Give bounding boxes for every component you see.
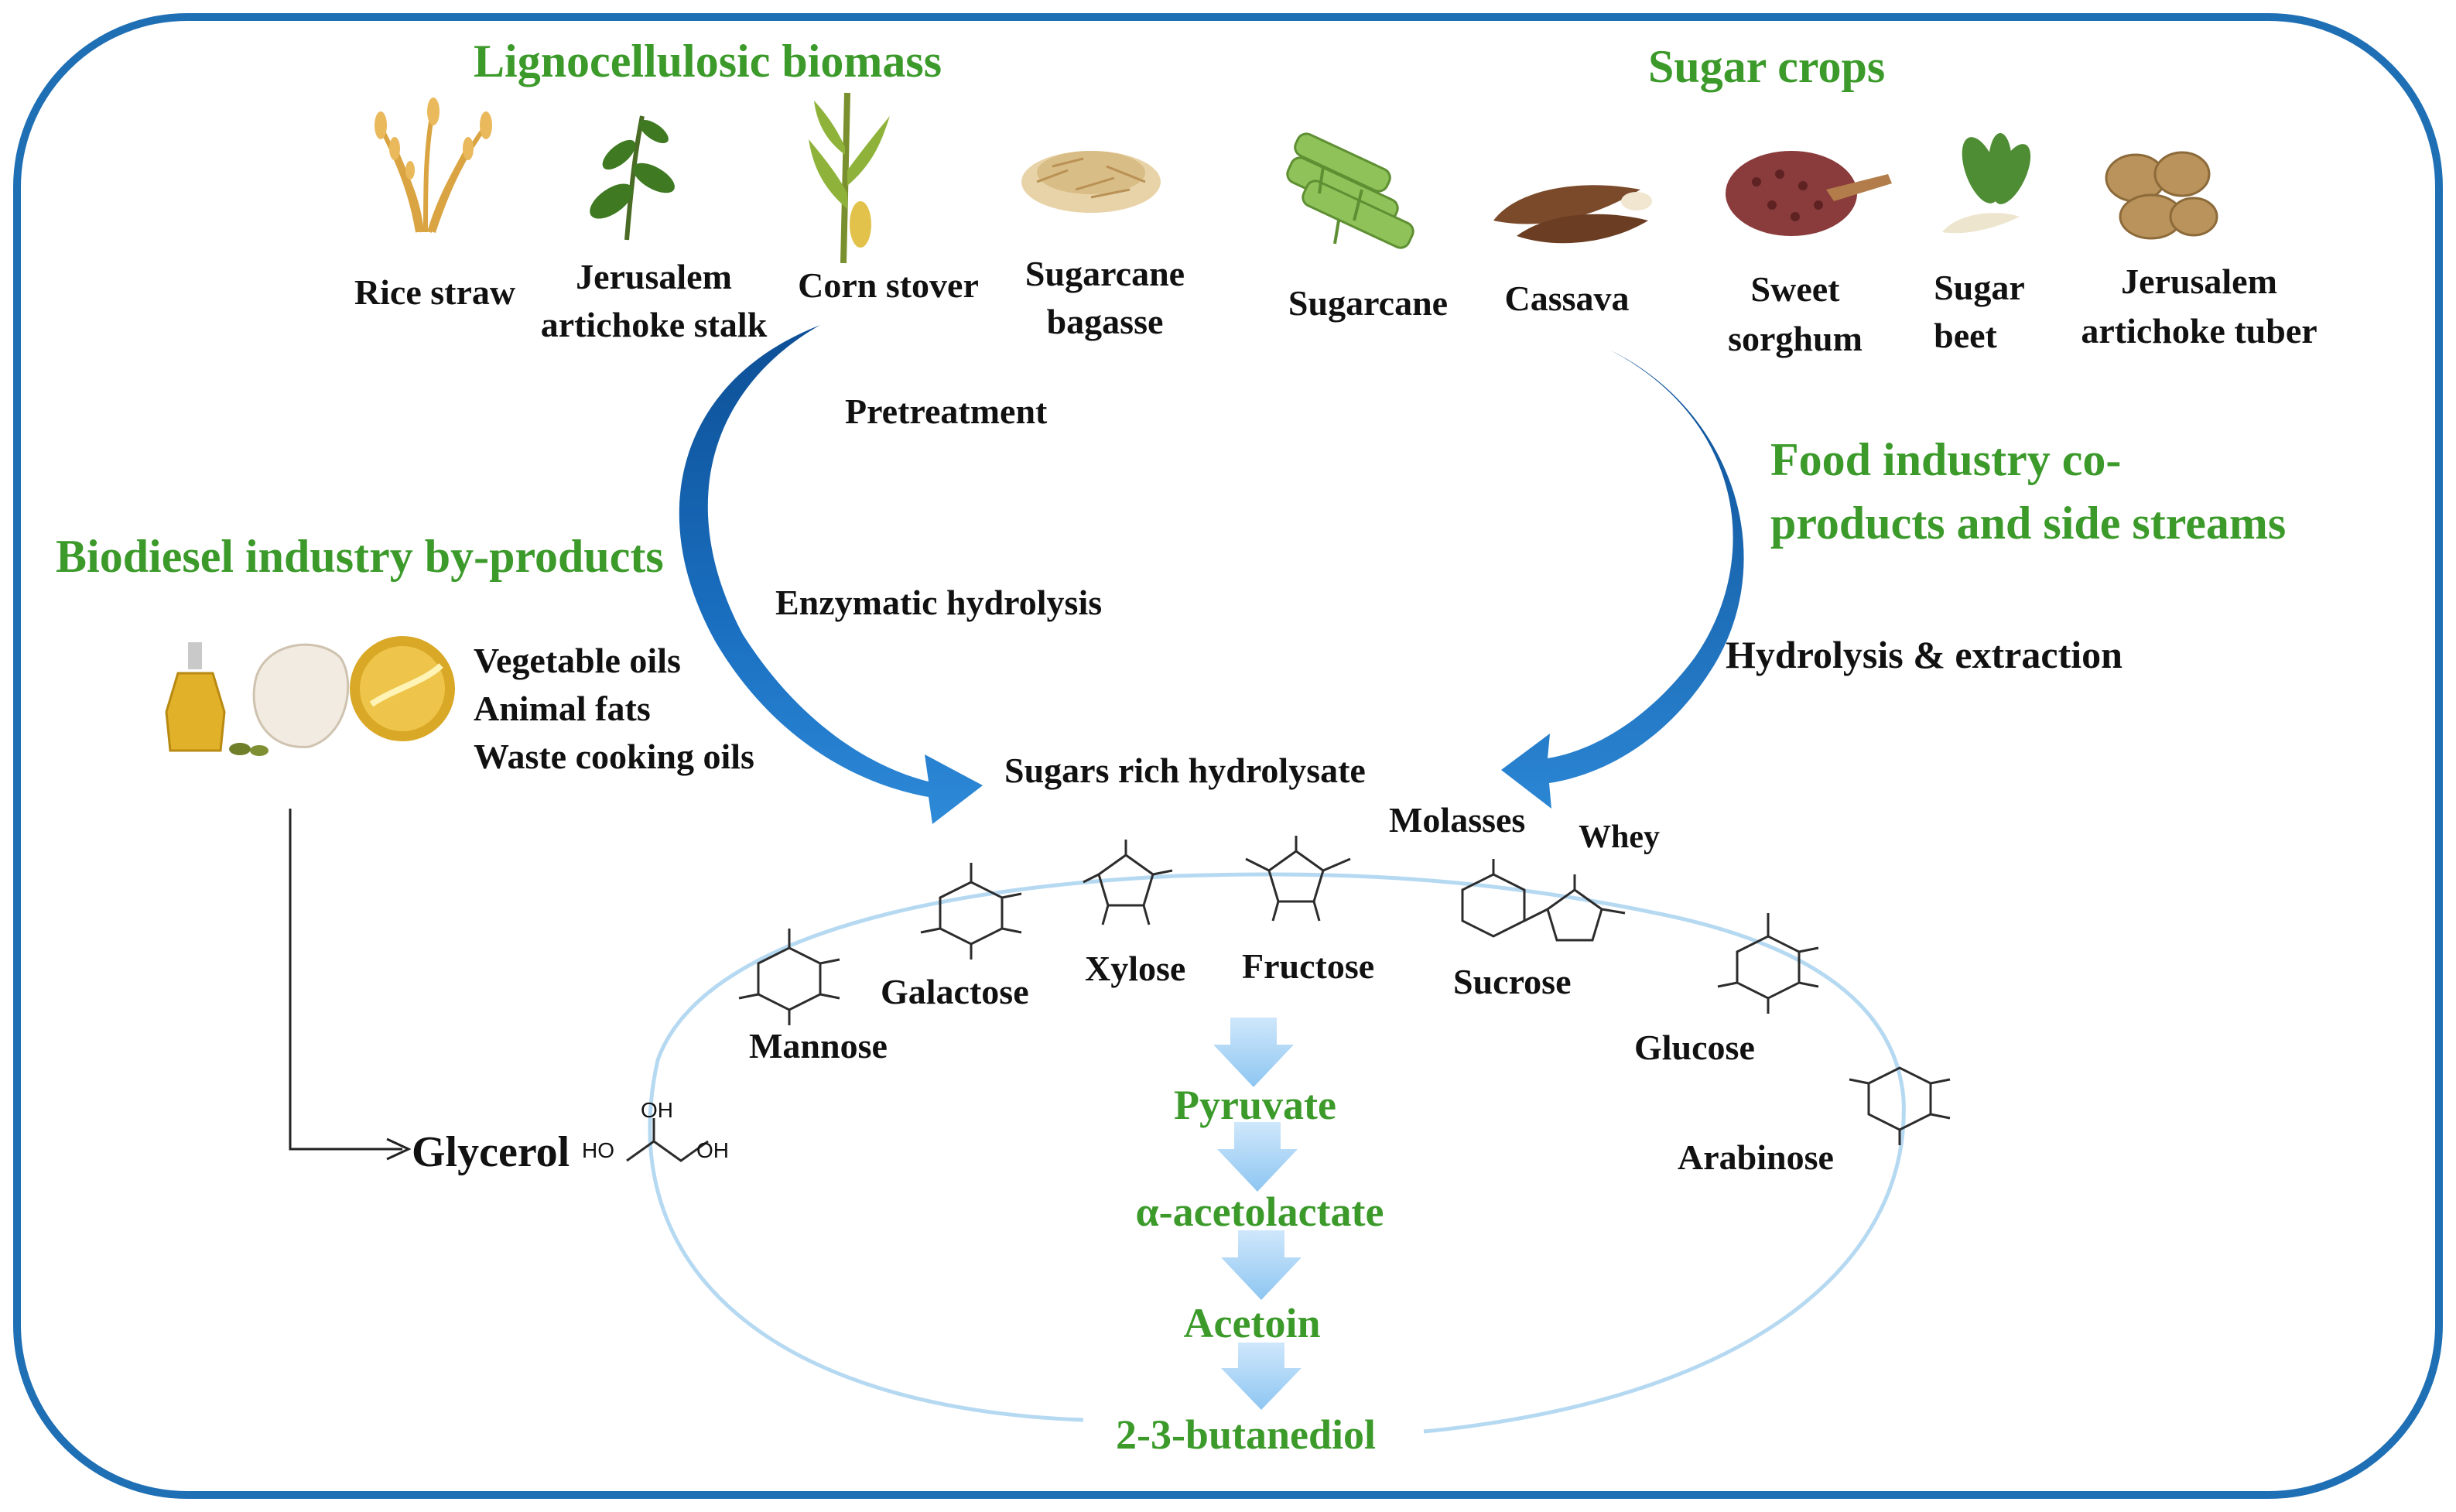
label-molasses: Molasses [1389,800,1526,840]
heading-sugar-crops: Sugar crops [1648,41,1886,92]
label-animal-fats: Animal fats [474,689,651,728]
heading-food-industry-line1: Food industry co- [1770,434,2122,485]
label-glucose: Glucose [1634,1028,1755,1067]
heading-lignocellulosic: Lignocellulosic biomass [474,36,942,87]
animal-fat-icon [252,643,350,748]
label-sweet-sorghum-line1: Sweet [1750,269,1840,309]
label-bagasse-line1: Sugarcane [1024,254,1185,293]
label-sugar-beet-line2: beet [1934,316,1997,355]
pathway-butanediol: 2-3-butanediol [1115,1411,1377,1458]
label-mannose: Mannose [749,1026,888,1066]
sugar-beet-icon [1942,133,2031,234]
sucrose-structure-icon [1461,859,1626,942]
cycle-line-top [1175,872,1657,915]
jerusalem-artichoke-tuber-icon [2105,151,2218,240]
pathway-acetoin: Acetoin [1183,1300,1321,1346]
jerusalem-artichoke-stalk-icon [590,115,675,241]
label-corn-stover: Corn stover [798,265,979,305]
corn-stover-icon [809,92,890,264]
label-jerusalem-stalk-line2: artichoke stalk [540,305,768,344]
label-rice-straw: Rice straw [354,272,516,312]
label-sugar-beet-line1: Sugar [1934,268,2025,307]
label-xylose: Xylose [1085,949,1186,988]
pathway-acetolactate: α-acetolactate [1135,1189,1384,1235]
label-hydrolysis-extraction: Hydrolysis & extraction [1726,633,2122,676]
sweet-sorghum-icon [1726,151,1892,236]
label-waste-cooking-oils: Waste cooking oils [474,737,754,776]
fructose-structure-icon [1245,836,1351,922]
label-galactose: Galactose [881,972,1029,1011]
sugarcane-icon [1286,132,1414,249]
label-cassava: Cassava [1504,279,1630,318]
sugarcane-bagasse-icon [1021,151,1161,213]
glucose-structure-icon [1717,913,1819,1014]
glycerol-connector [289,809,402,1151]
label-fructose: Fructose [1242,946,1375,986]
mannose-structure-icon [738,929,840,1025]
label-jerusalem-tuber-line1: Jerusalem [2121,262,2277,301]
label-jerusalem-tuber-line2: artichoke tuber [2081,311,2317,351]
left-curved-arrow [679,325,983,824]
cassava-icon [1493,185,1652,244]
right-curved-arrow [1501,350,1744,809]
pathway-arrow-1 [1213,1018,1294,1087]
pathway-arrow-4 [1221,1343,1302,1410]
label-sugars-rich-hydrolysate: Sugars rich hydrolysate [1004,751,1366,790]
rice-straw-icon [375,97,492,233]
outer-frame [13,13,2443,1499]
label-whey: Whey [1579,819,1660,855]
label-jerusalem-stalk-line1: Jerusalem [576,257,732,296]
pathway-pyruvate: Pyruvate [1174,1082,1336,1128]
heading-food-industry-line2: products and side streams [1770,498,2287,549]
label-enzymatic-hydrolysis: Enzymatic hydrolysis [775,583,1103,622]
glycerol-ho-label: HO [582,1138,614,1162]
label-sweet-sorghum-line2: sorghum [1728,319,1863,358]
label-bagasse-line2: bagasse [1046,302,1164,341]
glycerol-connector-arrowhead [386,1137,412,1161]
pathway-arrow-3 [1221,1230,1302,1300]
label-sugarcane: Sugarcane [1288,283,1449,323]
waste-cooking-oil-icon [350,636,455,741]
vegetable-oil-bottle-icon [165,642,269,756]
label-sucrose: Sucrose [1453,962,1572,1001]
cycle-line-left [648,874,1177,1422]
pathway-arrow-2 [1217,1122,1298,1192]
arabinose-structure-icon [1849,1066,1951,1145]
label-arabinose: Arabinose [1678,1137,1834,1177]
glycerol-oh-top-label: OH [641,1098,673,1122]
label-vegetable-oils: Vegetable oils [474,641,681,680]
label-glycerol: Glycerol [412,1128,570,1176]
xylose-structure-icon [1083,840,1173,925]
label-pretreatment: Pretreatment [845,392,1048,431]
galactose-structure-icon [920,863,1022,960]
heading-biodiesel: Biodiesel industry by-products [56,531,664,582]
glycerol-structure-icon [626,1118,709,1162]
glycerol-oh-right-label: OH [696,1138,729,1162]
cycle-line-right [1423,911,1906,1434]
